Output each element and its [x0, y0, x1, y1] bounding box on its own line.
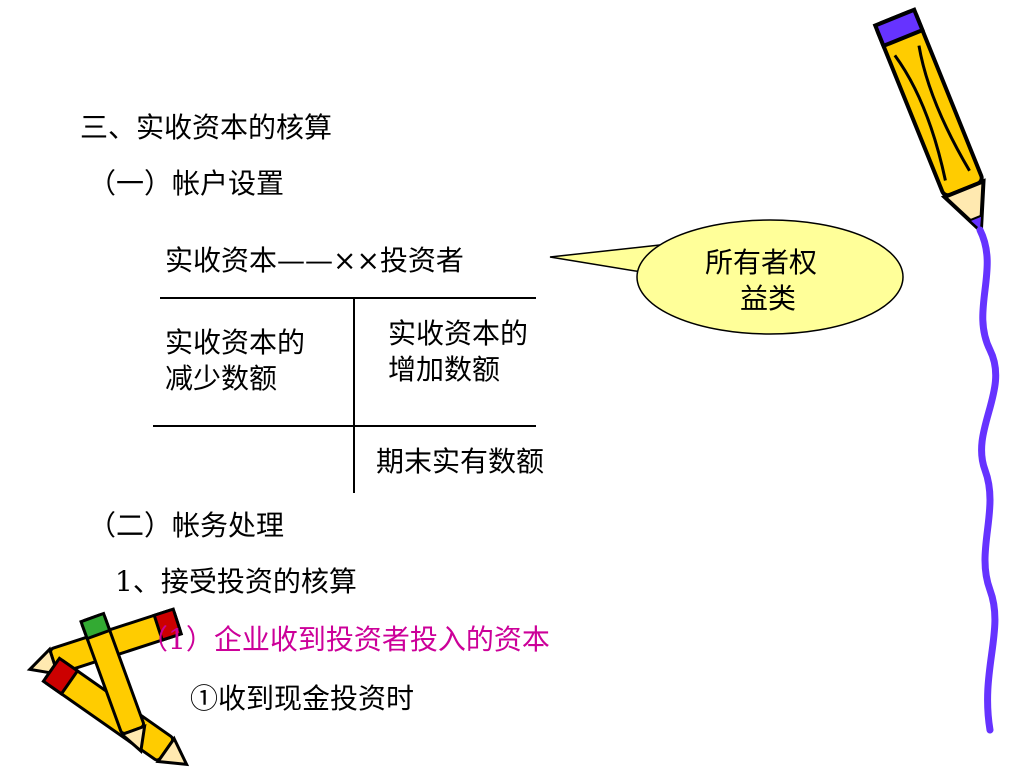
credit-side-line1: 实收资本的 [388, 317, 529, 350]
callout-bubble [549, 219, 904, 335]
debit-side-line1: 实收资本的 [165, 326, 306, 359]
item-cash-investment: ①收到现金投资时 [190, 682, 415, 715]
item-accept-investment: 1、接受投资的核算 [115, 565, 357, 598]
t-account-top-line [160, 297, 536, 299]
squiggle-line-icon [976, 226, 1000, 734]
subsection-processing: （二）帐务处理 [88, 509, 285, 542]
credit-side-line2: 增加数额 [388, 353, 501, 386]
callout-text-line2: 益类 [740, 282, 797, 315]
ending-balance: 期末实有数额 [376, 445, 545, 478]
t-account-vertical-line [353, 297, 355, 493]
item-receive-capital: （1）企业收到投资者投入的资本 [140, 623, 550, 656]
pencils-icon [26, 607, 190, 767]
callout-text-line1: 所有者权 [705, 246, 818, 279]
t-account-balance-line [153, 425, 536, 427]
debit-side-line2: 减少数额 [165, 362, 278, 395]
section-title: 三、实收资本的核算 [80, 111, 333, 144]
pencil-icon [872, 7, 986, 236]
subsection-account-setup: （一）帐户设置 [88, 167, 285, 200]
account-name: 实收资本——××投资者 [165, 244, 464, 277]
